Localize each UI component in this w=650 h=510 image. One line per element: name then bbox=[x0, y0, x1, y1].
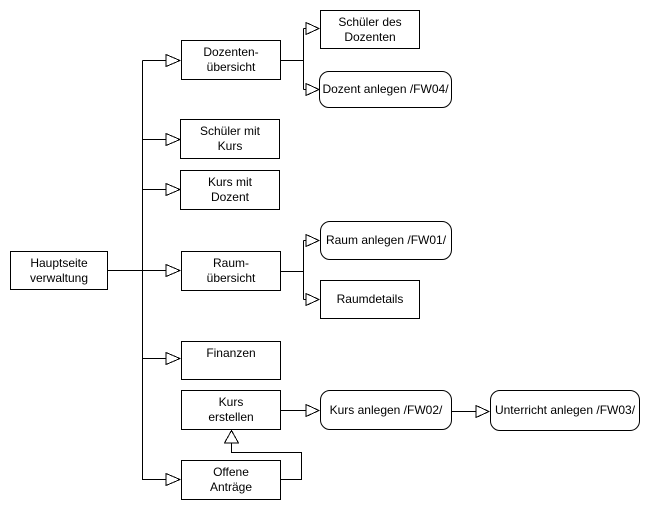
arrowhead-kurs-erstellen-up bbox=[223, 429, 240, 444]
node-raum-uebersicht[interactable]: Raum- übersicht bbox=[181, 251, 281, 291]
node-dozent-anlegen-fw04[interactable]: Dozent anlegen /FW04/ bbox=[319, 71, 452, 108]
node-unterricht-anlegen-fw03[interactable]: Unterricht anlegen /FW03/ bbox=[490, 390, 640, 431]
arrowhead-schueler-des-dozenten bbox=[305, 21, 321, 36]
node-kurs-anlegen-fw02[interactable]: Kurs anlegen /FW02/ bbox=[320, 390, 452, 430]
arrowhead-raum-anlegen bbox=[305, 233, 321, 248]
arrowhead-kurs-anlegen bbox=[305, 403, 321, 418]
node-label: Raum- übersicht bbox=[206, 256, 256, 285]
node-raum-anlegen-fw01[interactable]: Raum anlegen /FW01/ bbox=[320, 221, 452, 260]
arrowhead-raumdetails bbox=[305, 292, 321, 307]
node-label: Hauptseite verwaltung bbox=[29, 255, 89, 285]
node-label: Unterricht anlegen /FW03/ bbox=[494, 403, 636, 417]
node-label: Schüler mit Kurs bbox=[199, 124, 261, 153]
connector-raum-split bbox=[281, 240, 306, 300]
node-hauptseite-verwaltung[interactable]: Hauptseite verwaltung bbox=[10, 251, 108, 290]
arrowhead-raum-uebersicht bbox=[165, 263, 182, 278]
arrowhead-unterricht-anlegen bbox=[475, 404, 491, 419]
node-kurs-mit-dozent[interactable]: Kurs mit Dozent bbox=[180, 170, 280, 210]
node-label: Kurs anlegen /FW02/ bbox=[329, 402, 443, 417]
node-label: Dozenten- übersicht bbox=[203, 45, 259, 74]
arrowhead-schueler-mit-kurs bbox=[165, 132, 182, 147]
arrowhead-dozent-anlegen bbox=[305, 82, 321, 97]
node-label: Raum anlegen /FW01/ bbox=[325, 233, 447, 247]
node-label: Dozent anlegen /FW04/ bbox=[322, 82, 449, 96]
node-label: Schüler des Dozenten bbox=[338, 14, 402, 44]
node-kurs-erstellen[interactable]: Kurs erstellen bbox=[181, 390, 281, 430]
node-label: Raumdetails bbox=[336, 292, 404, 306]
node-schueler-des-dozenten[interactable]: Schüler des Dozenten bbox=[320, 10, 420, 49]
node-label: Kurs erstellen bbox=[208, 395, 254, 424]
connector-offene-kurs-erstellen bbox=[231, 443, 302, 480]
node-label: Finanzen bbox=[206, 346, 256, 360]
node-finanzen[interactable]: Finanzen bbox=[181, 341, 281, 380]
arrowhead-kurs-mit-dozent bbox=[165, 182, 182, 197]
node-offene-antraege[interactable]: Offene Anträge bbox=[181, 460, 281, 500]
node-dozenten-uebersicht[interactable]: Dozenten- übersicht bbox=[181, 40, 281, 80]
connector-dozenten-split bbox=[281, 28, 306, 90]
arrowhead-offene-antraege bbox=[165, 472, 182, 487]
node-label: Kurs mit Dozent bbox=[207, 175, 252, 204]
node-schueler-mit-kurs[interactable]: Schüler mit Kurs bbox=[180, 119, 280, 159]
arrowhead-finanzen bbox=[165, 351, 182, 366]
connector-trunk bbox=[142, 60, 166, 480]
arrowhead-dozenten bbox=[165, 53, 182, 68]
node-raumdetails[interactable]: Raumdetails bbox=[320, 280, 420, 319]
node-label: Offene Anträge bbox=[209, 465, 253, 494]
